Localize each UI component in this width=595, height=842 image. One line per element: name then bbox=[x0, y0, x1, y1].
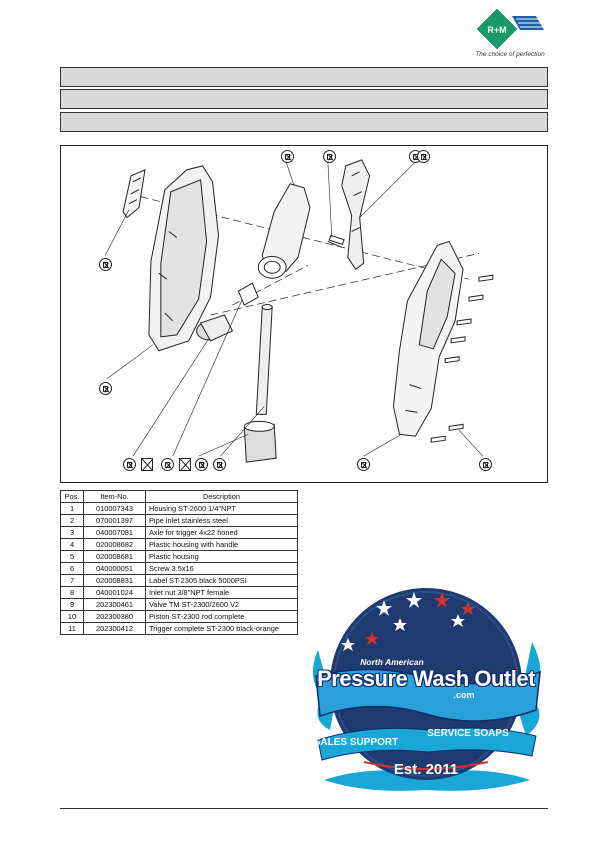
cell-description: Valve TM ST-2300/2600 V2 bbox=[145, 598, 298, 611]
callout-marker bbox=[195, 458, 208, 471]
footer-rule bbox=[60, 808, 548, 809]
cell-pos: 3 bbox=[60, 526, 84, 539]
badge-top-line: North American bbox=[360, 657, 424, 667]
cell-pos: 11 bbox=[60, 622, 84, 635]
callout-marker bbox=[213, 458, 226, 471]
cell-description: Housing ST-2600 1/4"NPT bbox=[145, 502, 298, 515]
cell-pos: 10 bbox=[60, 610, 84, 623]
callout-marker bbox=[281, 150, 294, 163]
badge-main-text: Pressure Wash Outlet bbox=[317, 666, 535, 691]
cell-item-no: 202300412 bbox=[83, 622, 146, 635]
callout-marker bbox=[123, 458, 136, 471]
cell-pos: 9 bbox=[60, 598, 84, 611]
badge-right-words: SERVICE SOAPS bbox=[427, 728, 509, 739]
header-item-no: Item-No. bbox=[83, 490, 146, 503]
cell-description: Plastic housing with handle bbox=[145, 538, 298, 551]
header-bar-1 bbox=[60, 67, 548, 87]
cell-item-no: 070001397 bbox=[83, 514, 146, 527]
cell-description: Trigger complete ST-2300 black-orange bbox=[145, 622, 298, 635]
callout-marker bbox=[357, 458, 370, 471]
badge-left-words: SALES SUPPORT bbox=[313, 737, 399, 748]
callout-marker bbox=[479, 458, 492, 471]
cell-description: Label ST-2305 black 5000PSI bbox=[145, 574, 298, 587]
cell-pos: 7 bbox=[60, 574, 84, 587]
cell-item-no: 202300461 bbox=[83, 598, 146, 611]
callout-crossed-box bbox=[141, 458, 153, 471]
callout-marker bbox=[99, 258, 112, 271]
cell-pos: 1 bbox=[60, 502, 84, 515]
cell-description: Piston ST-2300 rod complete bbox=[145, 610, 298, 623]
table-header-row: Pos. Item-No. Description bbox=[60, 490, 298, 503]
cell-pos: 4 bbox=[60, 538, 84, 551]
header-bar-3 bbox=[60, 112, 548, 132]
cell-description: Pipe inlet stainless steel bbox=[145, 514, 298, 527]
header-pos: Pos. bbox=[60, 490, 84, 503]
cell-item-no: 202300380 bbox=[83, 610, 146, 623]
cell-item-no: 020008831 bbox=[83, 574, 146, 587]
cell-description: Axle for trigger 4x22 honed bbox=[145, 526, 298, 539]
rm-logo: R+M bbox=[470, 6, 550, 62]
logo-brand: R+M bbox=[487, 25, 506, 35]
badge-domain: .com bbox=[453, 690, 475, 700]
header-description: Description bbox=[145, 490, 298, 503]
callout-crossed-box bbox=[179, 458, 191, 471]
callout-marker bbox=[161, 458, 174, 471]
badge-established: Est. 2011 bbox=[393, 761, 459, 778]
badge-emblem-icon bbox=[312, 588, 541, 791]
cell-item-no: 020008681 bbox=[83, 550, 146, 563]
cell-description: Plastic housing bbox=[145, 550, 298, 563]
cell-pos: 5 bbox=[60, 550, 84, 563]
cell-description: Inlet nut 3/8"NPT female bbox=[145, 586, 298, 599]
callout-marker bbox=[99, 382, 112, 395]
exploded-parts-diagram bbox=[60, 145, 548, 483]
exploded-diagram-icon bbox=[104, 159, 494, 463]
cell-item-no: 010007343 bbox=[83, 502, 146, 515]
cell-pos: 8 bbox=[60, 586, 84, 599]
cell-pos: 6 bbox=[60, 562, 84, 575]
cell-item-no: 020008682 bbox=[83, 538, 146, 551]
callout-marker bbox=[417, 150, 430, 163]
callout-marker bbox=[323, 150, 336, 163]
rm-logo-icon: R+M bbox=[476, 8, 544, 50]
logo-tagline: The choice of perfection bbox=[475, 51, 545, 58]
cell-pos: 2 bbox=[60, 514, 84, 527]
cell-item-no: 040001024 bbox=[83, 586, 146, 599]
cell-item-no: 040007081 bbox=[83, 526, 146, 539]
header-bar-2 bbox=[60, 89, 548, 109]
pressure-wash-outlet-badge: North American Pressure Wash Outlet .com… bbox=[304, 580, 548, 795]
cell-item-no: 040000051 bbox=[83, 562, 146, 575]
cell-description: Screw 3.5x16 bbox=[145, 562, 298, 575]
